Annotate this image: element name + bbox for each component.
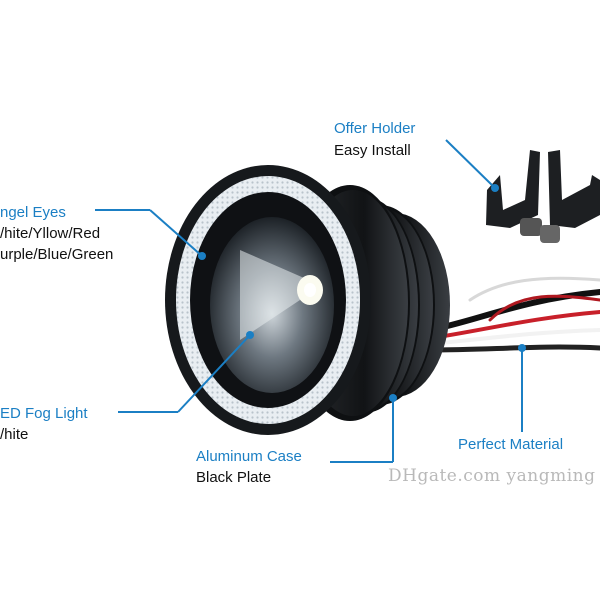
callout-lines [95,139,526,463]
wire-harness [427,276,600,353]
aluminum-case-line1: Black Plate [196,469,272,486]
perfect-material-title: Perfect Material [458,436,564,453]
holder-bracket [486,150,600,243]
led-lens [210,217,334,393]
angel-eyes-title: ngel Eyes [0,204,66,221]
offer-holder-line1: Easy Install [334,142,411,159]
offer-holder-title: Offer Holder [334,120,416,137]
aluminum-case-title: Aluminum Case [196,448,302,465]
angel-eyes-line1: /hite/Yllow/Red [0,225,101,242]
fog-light-line1: /hite [0,426,29,443]
fog-light-title: ED Fog Light [0,405,88,422]
watermark: DHgate.com yangming [388,466,596,486]
angel-eyes-line2: urple/Blue/Green [0,246,114,263]
